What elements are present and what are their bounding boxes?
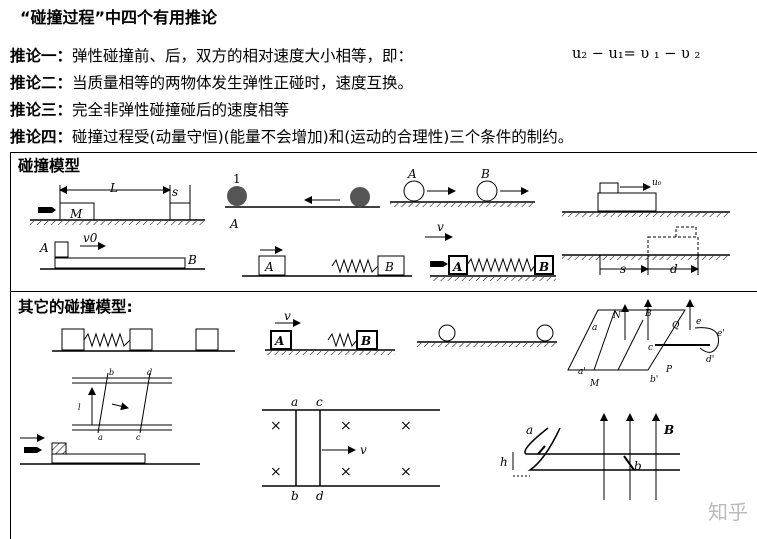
other-curved-rail: a h b B — [500, 413, 680, 500]
watermark: 知乎 — [708, 500, 748, 524]
label-P: P — [665, 365, 673, 375]
label-a7: a — [592, 323, 597, 333]
model-block-board: u₀ — [562, 178, 730, 217]
label-M7: M — [589, 379, 600, 389]
label-A3: A — [39, 241, 49, 255]
model-bullet-spring: v A B — [425, 220, 556, 281]
label-b9: b — [291, 489, 299, 503]
label-A6: A — [274, 334, 284, 348]
label-a8: a — [98, 433, 103, 442]
section-title-other-models: 其它的碰撞模型: — [18, 298, 133, 316]
label-h10: h — [500, 455, 508, 469]
label-A1: A — [229, 217, 239, 231]
corollary-3: 推论三：完全非弹性碰撞碰后的速度相等 — [10, 101, 290, 119]
model-ab-balls: A B — [390, 167, 535, 207]
label-d2: d — [670, 262, 678, 276]
label-s2: s — [620, 262, 626, 276]
label-A2: A — [407, 167, 417, 181]
label-A5: A — [452, 260, 462, 274]
cross-mark: × — [270, 464, 282, 480]
label-c7: c — [648, 343, 653, 353]
other-parallel-rails: b d a c l — [72, 368, 172, 442]
label-Q: Q — [672, 321, 680, 331]
label-d7: d' — [706, 355, 714, 365]
label-L: L — [109, 181, 118, 195]
label-s: s — [172, 185, 178, 199]
label-b8: b — [109, 368, 114, 377]
label-c8: c — [136, 433, 141, 442]
model-block-distance: L s M — [30, 181, 205, 225]
label-e: e — [696, 317, 701, 327]
cross-mark: × — [270, 418, 282, 434]
model-two-balls: 1 A — [225, 172, 380, 231]
label-v6: v — [284, 309, 291, 323]
model-dashed-block: s d — [562, 226, 730, 276]
cross-mark: × — [400, 464, 412, 480]
other-magnetic-field: a c b d v × × × × × × — [262, 395, 440, 503]
label-N: N — [612, 311, 622, 321]
label-1: 1 — [233, 172, 241, 186]
label-A4: A — [264, 260, 274, 274]
section-title-models: 碰撞模型 — [18, 157, 81, 175]
cross-mark: × — [340, 418, 352, 434]
label-a9: a — [291, 395, 298, 409]
model-a-on-board: A v0 B — [39, 231, 205, 270]
label-B6: B — [360, 334, 371, 348]
label-B7: B — [644, 309, 652, 319]
label-M: M — [69, 207, 83, 221]
label-B2: B — [480, 167, 490, 181]
label-a2: a' — [578, 367, 586, 377]
label-d9: d — [316, 489, 324, 503]
label-b10: b — [634, 459, 642, 473]
label-u0: u₀ — [652, 178, 662, 188]
label-l8: l — [78, 403, 81, 412]
label-e2: e' — [717, 329, 725, 339]
other-bullet-board — [20, 434, 200, 465]
other-three-blocks — [52, 328, 235, 352]
other-two-balls — [417, 324, 557, 347]
corollary-4: 推论四：碰撞过程受(动量守恒)(能量不会增加)和(运动的合理性)三个条件的制约。 — [10, 128, 574, 146]
label-B4: B — [384, 260, 394, 274]
label-v9: v — [360, 443, 367, 457]
label-B10: B — [663, 423, 674, 437]
label-v0: v0 — [83, 231, 98, 245]
section-divider — [10, 291, 757, 292]
label-a10: a — [526, 423, 533, 437]
label-B5: B — [538, 260, 549, 274]
page-title: “碰撞过程”中四个有用推论 — [20, 8, 218, 27]
label-b2: b' — [650, 375, 658, 385]
equation: u₂ − u₁= υ ₁ − υ ₂ — [572, 46, 701, 62]
other-a-spring-b: v A B — [265, 309, 395, 355]
cross-mark: × — [400, 418, 412, 434]
label-v5: v — [437, 220, 444, 234]
cross-mark: × — [340, 464, 352, 480]
diagram-frame — [10, 152, 757, 539]
corollary-2: 推论二：当质量相等的两物体发生弹性正碰时，速度互换。 — [10, 74, 414, 92]
label-B3: B — [187, 253, 197, 267]
label-c9: c — [316, 395, 323, 409]
corollary-1: 推论一：弹性碰撞前、后，双方的相对速度大小相等，即： — [10, 47, 414, 65]
other-rails-3d: N B a c Q e e' d' a' M b' P — [567, 299, 725, 389]
label-d8: d — [147, 368, 152, 377]
model-a-spring-b: A B — [242, 246, 412, 277]
